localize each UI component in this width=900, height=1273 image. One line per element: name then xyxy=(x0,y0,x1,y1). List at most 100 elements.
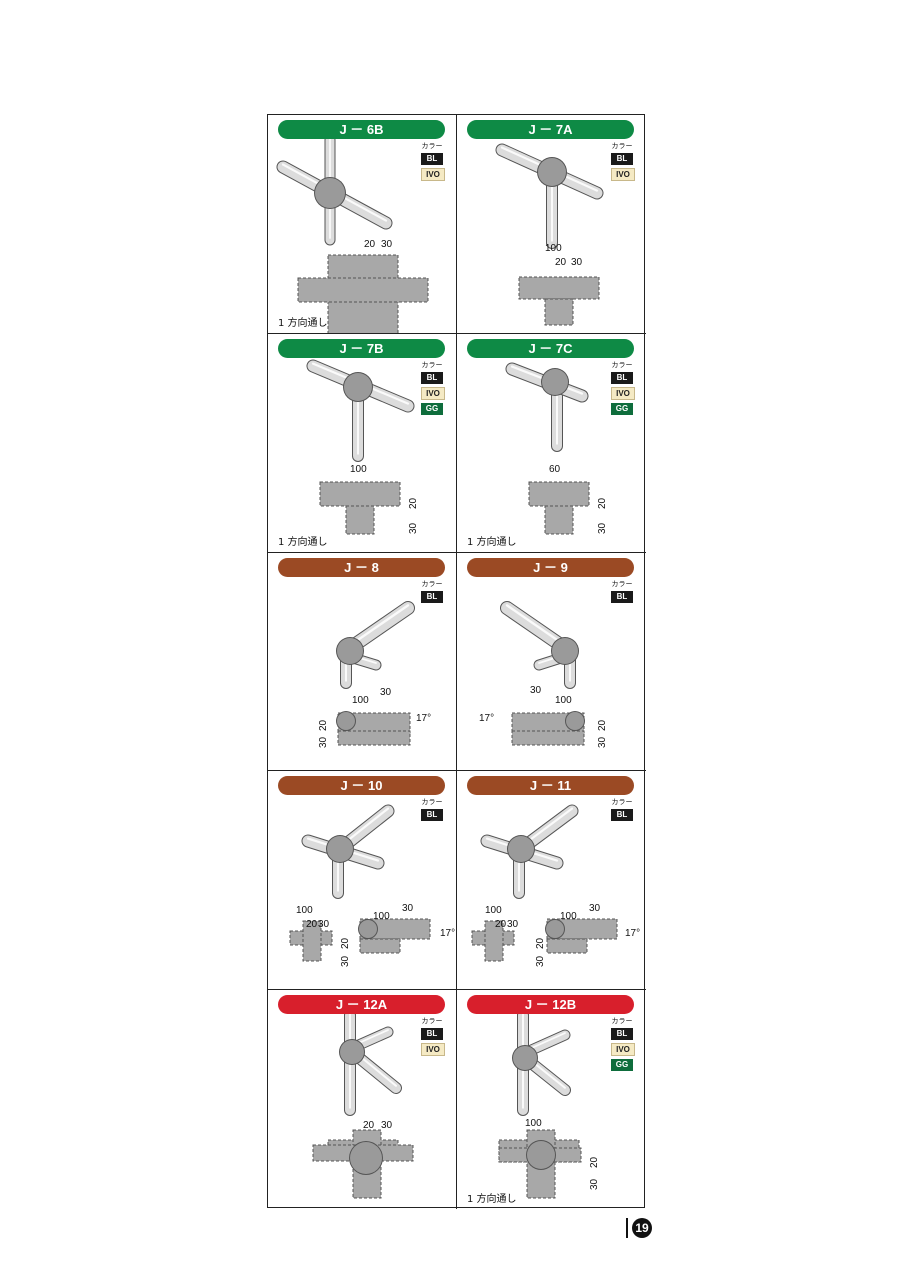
joint-body xyxy=(344,372,372,401)
dimension-label: 100 xyxy=(525,1118,542,1129)
pass-through-note: 1 方向通し xyxy=(278,536,328,548)
color-label: カラー xyxy=(611,360,633,369)
dimension-label: 20 xyxy=(318,719,329,731)
pipe-highlight xyxy=(505,603,567,647)
pass-through-note: 1 方向通し xyxy=(278,317,328,329)
dimension-label: 30 xyxy=(571,257,583,268)
color-options: カラー BL xyxy=(420,798,444,824)
dimension-label: 100 xyxy=(350,464,367,475)
color-swatch-bl: BL xyxy=(421,1028,443,1041)
product-title: J － 10 xyxy=(278,776,445,796)
plan-box xyxy=(518,276,600,300)
dimension-label: 30 xyxy=(597,736,608,748)
pass-through-note: 1 方向通し xyxy=(467,536,517,548)
joint-body xyxy=(327,836,353,863)
plan-box xyxy=(345,505,375,535)
dimension-label: 30 xyxy=(381,1120,393,1131)
color-swatch-bl: BL xyxy=(421,590,443,603)
color-swatch-bl: BL xyxy=(611,809,633,822)
color-swatch-ivo: IVO xyxy=(611,168,635,181)
dimension-label: 17° xyxy=(416,713,431,724)
dimension-label: 20 xyxy=(306,919,318,930)
dimension-label: 30 xyxy=(589,903,601,914)
product-title: J － 7B xyxy=(278,338,445,358)
dimension-label: 100 xyxy=(352,695,369,706)
plan-box xyxy=(528,481,590,507)
dimension-label: 30 xyxy=(318,919,330,930)
product-title: J － 9 xyxy=(467,557,634,577)
joint-body xyxy=(508,836,534,863)
dimension-label: 20 xyxy=(363,1120,375,1131)
pipe-highlight xyxy=(348,603,410,647)
pipe-highlight xyxy=(526,1032,566,1052)
dimension-label: 30 xyxy=(402,903,414,914)
dimension-label: 30 xyxy=(381,239,393,250)
joint-body xyxy=(542,368,568,395)
color-swatch-ivo: IVO xyxy=(611,1043,635,1057)
dimension-label: 20 xyxy=(535,938,546,950)
joint-body xyxy=(552,637,578,664)
product-title: J － 11 xyxy=(467,776,634,796)
color-swatch-ivo: IVO xyxy=(421,386,445,400)
dimension-label: 20 xyxy=(495,919,507,930)
dimension-label: 20 xyxy=(364,239,376,250)
dimension-label: 20 xyxy=(589,1157,600,1169)
dimension-label: 30 xyxy=(408,522,419,534)
plan-box xyxy=(319,481,401,507)
dimension-label: 30 xyxy=(597,522,608,534)
plan-box xyxy=(511,730,585,746)
product-illustration: 100 20 30 xyxy=(495,143,604,326)
plan-box xyxy=(546,938,588,954)
color-swatch-gg: GG xyxy=(421,402,443,415)
joint-body xyxy=(546,920,564,939)
dimension-label: 20 xyxy=(597,719,608,731)
color-swatch-bl: BL xyxy=(421,153,443,165)
color-swatch-bl: BL xyxy=(421,371,443,384)
plan-box xyxy=(337,730,411,746)
color-label: カラー xyxy=(421,1017,443,1026)
plan-box xyxy=(302,920,322,962)
dimension-label: 30 xyxy=(318,736,329,748)
dimension-label: 100 xyxy=(560,911,577,922)
dimension-label: 100 xyxy=(373,911,390,922)
product-title: J － 7C xyxy=(467,338,634,358)
dimension-label: 30 xyxy=(507,919,519,930)
dimension-label: 20 xyxy=(340,938,351,950)
joint-body xyxy=(315,178,345,208)
dimension-label: 30 xyxy=(380,687,392,698)
dimension-label: 30 xyxy=(530,685,542,696)
dimension-label: 60 xyxy=(549,464,561,475)
color-swatch-bl: BL xyxy=(611,153,633,165)
dimension-label: 20 xyxy=(555,257,567,268)
color-label: カラー xyxy=(611,1017,633,1026)
product-title: J － 12B xyxy=(467,995,634,1015)
dimension-label: 100 xyxy=(296,905,313,916)
color-swatch-gg: GG xyxy=(611,1059,633,1072)
product-title: J － 8 xyxy=(278,557,445,577)
color-swatch-bl: BL xyxy=(421,809,443,822)
color-label: カラー xyxy=(421,798,443,807)
product-title: J － 12A xyxy=(278,995,445,1015)
dimension-label: 100 xyxy=(545,243,562,254)
plan-box xyxy=(544,505,574,535)
color-swatch-bl: BL xyxy=(611,590,633,603)
